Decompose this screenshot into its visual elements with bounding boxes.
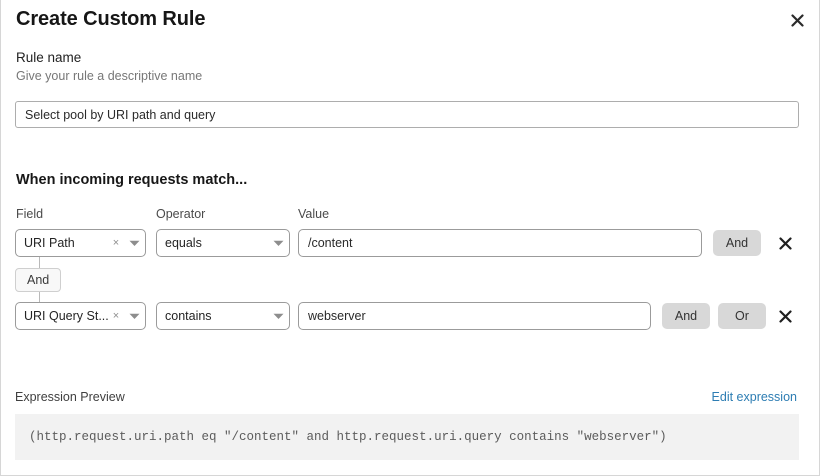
connector-line-top [39,257,40,268]
rule-name-hint: Give your rule a descriptive name [16,69,203,83]
condition-row: URI Path × equals And [1,229,820,257]
clear-icon[interactable]: × [112,310,120,322]
field-select-1-value: URI Path [24,236,75,250]
page-title: Create Custom Rule [16,8,206,30]
rule-name-block: Rule name Give your rule a descriptive n… [16,50,806,83]
operator-select-2-value: contains [165,309,212,323]
chevron-down-icon[interactable] [123,313,145,320]
close-icon[interactable] [785,8,809,32]
edit-expression-link[interactable]: Edit expression [711,390,797,404]
operator-select-1-value: equals [165,236,202,250]
field-select-2[interactable]: URI Query St... × [15,302,146,330]
condition-row: URI Query St... × contains And Or [1,302,820,330]
value-input-2[interactable] [298,302,651,330]
column-header-value: Value [298,207,330,221]
rule-name-label: Rule name [16,50,82,65]
expression-preview-box: (http.request.uri.path eq "/content" and… [15,414,799,460]
field-select-2-value: URI Query St... [24,309,109,323]
connector-line-bottom [39,292,40,303]
remove-condition-icon-2[interactable] [776,302,794,330]
and-button-row-2[interactable]: And [662,303,710,329]
clear-icon[interactable]: × [112,237,120,249]
column-header-operator: Operator [156,207,206,221]
rule-name-input[interactable] [15,101,799,128]
and-button-row-1[interactable]: And [713,230,761,256]
chevron-down-icon[interactable] [123,240,145,247]
expression-preview-text: (http.request.uri.path eq "/content" and… [29,430,667,444]
connector-and-chip[interactable]: And [15,268,62,292]
or-button-row-2[interactable]: Or [718,303,766,329]
logic-connector: And [15,257,125,303]
chevron-down-icon[interactable] [267,313,289,320]
operator-select-2[interactable]: contains [156,302,290,330]
expression-preview-label: Expression Preview [15,390,125,404]
operator-select-1[interactable]: equals [156,229,290,257]
field-select-1[interactable]: URI Path × [15,229,146,257]
chevron-down-icon[interactable] [267,240,289,247]
column-header-field: Field [16,207,44,221]
conditions-heading: When incoming requests match... [16,172,248,188]
remove-condition-icon-1[interactable] [776,229,794,257]
value-input-1[interactable] [298,229,702,257]
